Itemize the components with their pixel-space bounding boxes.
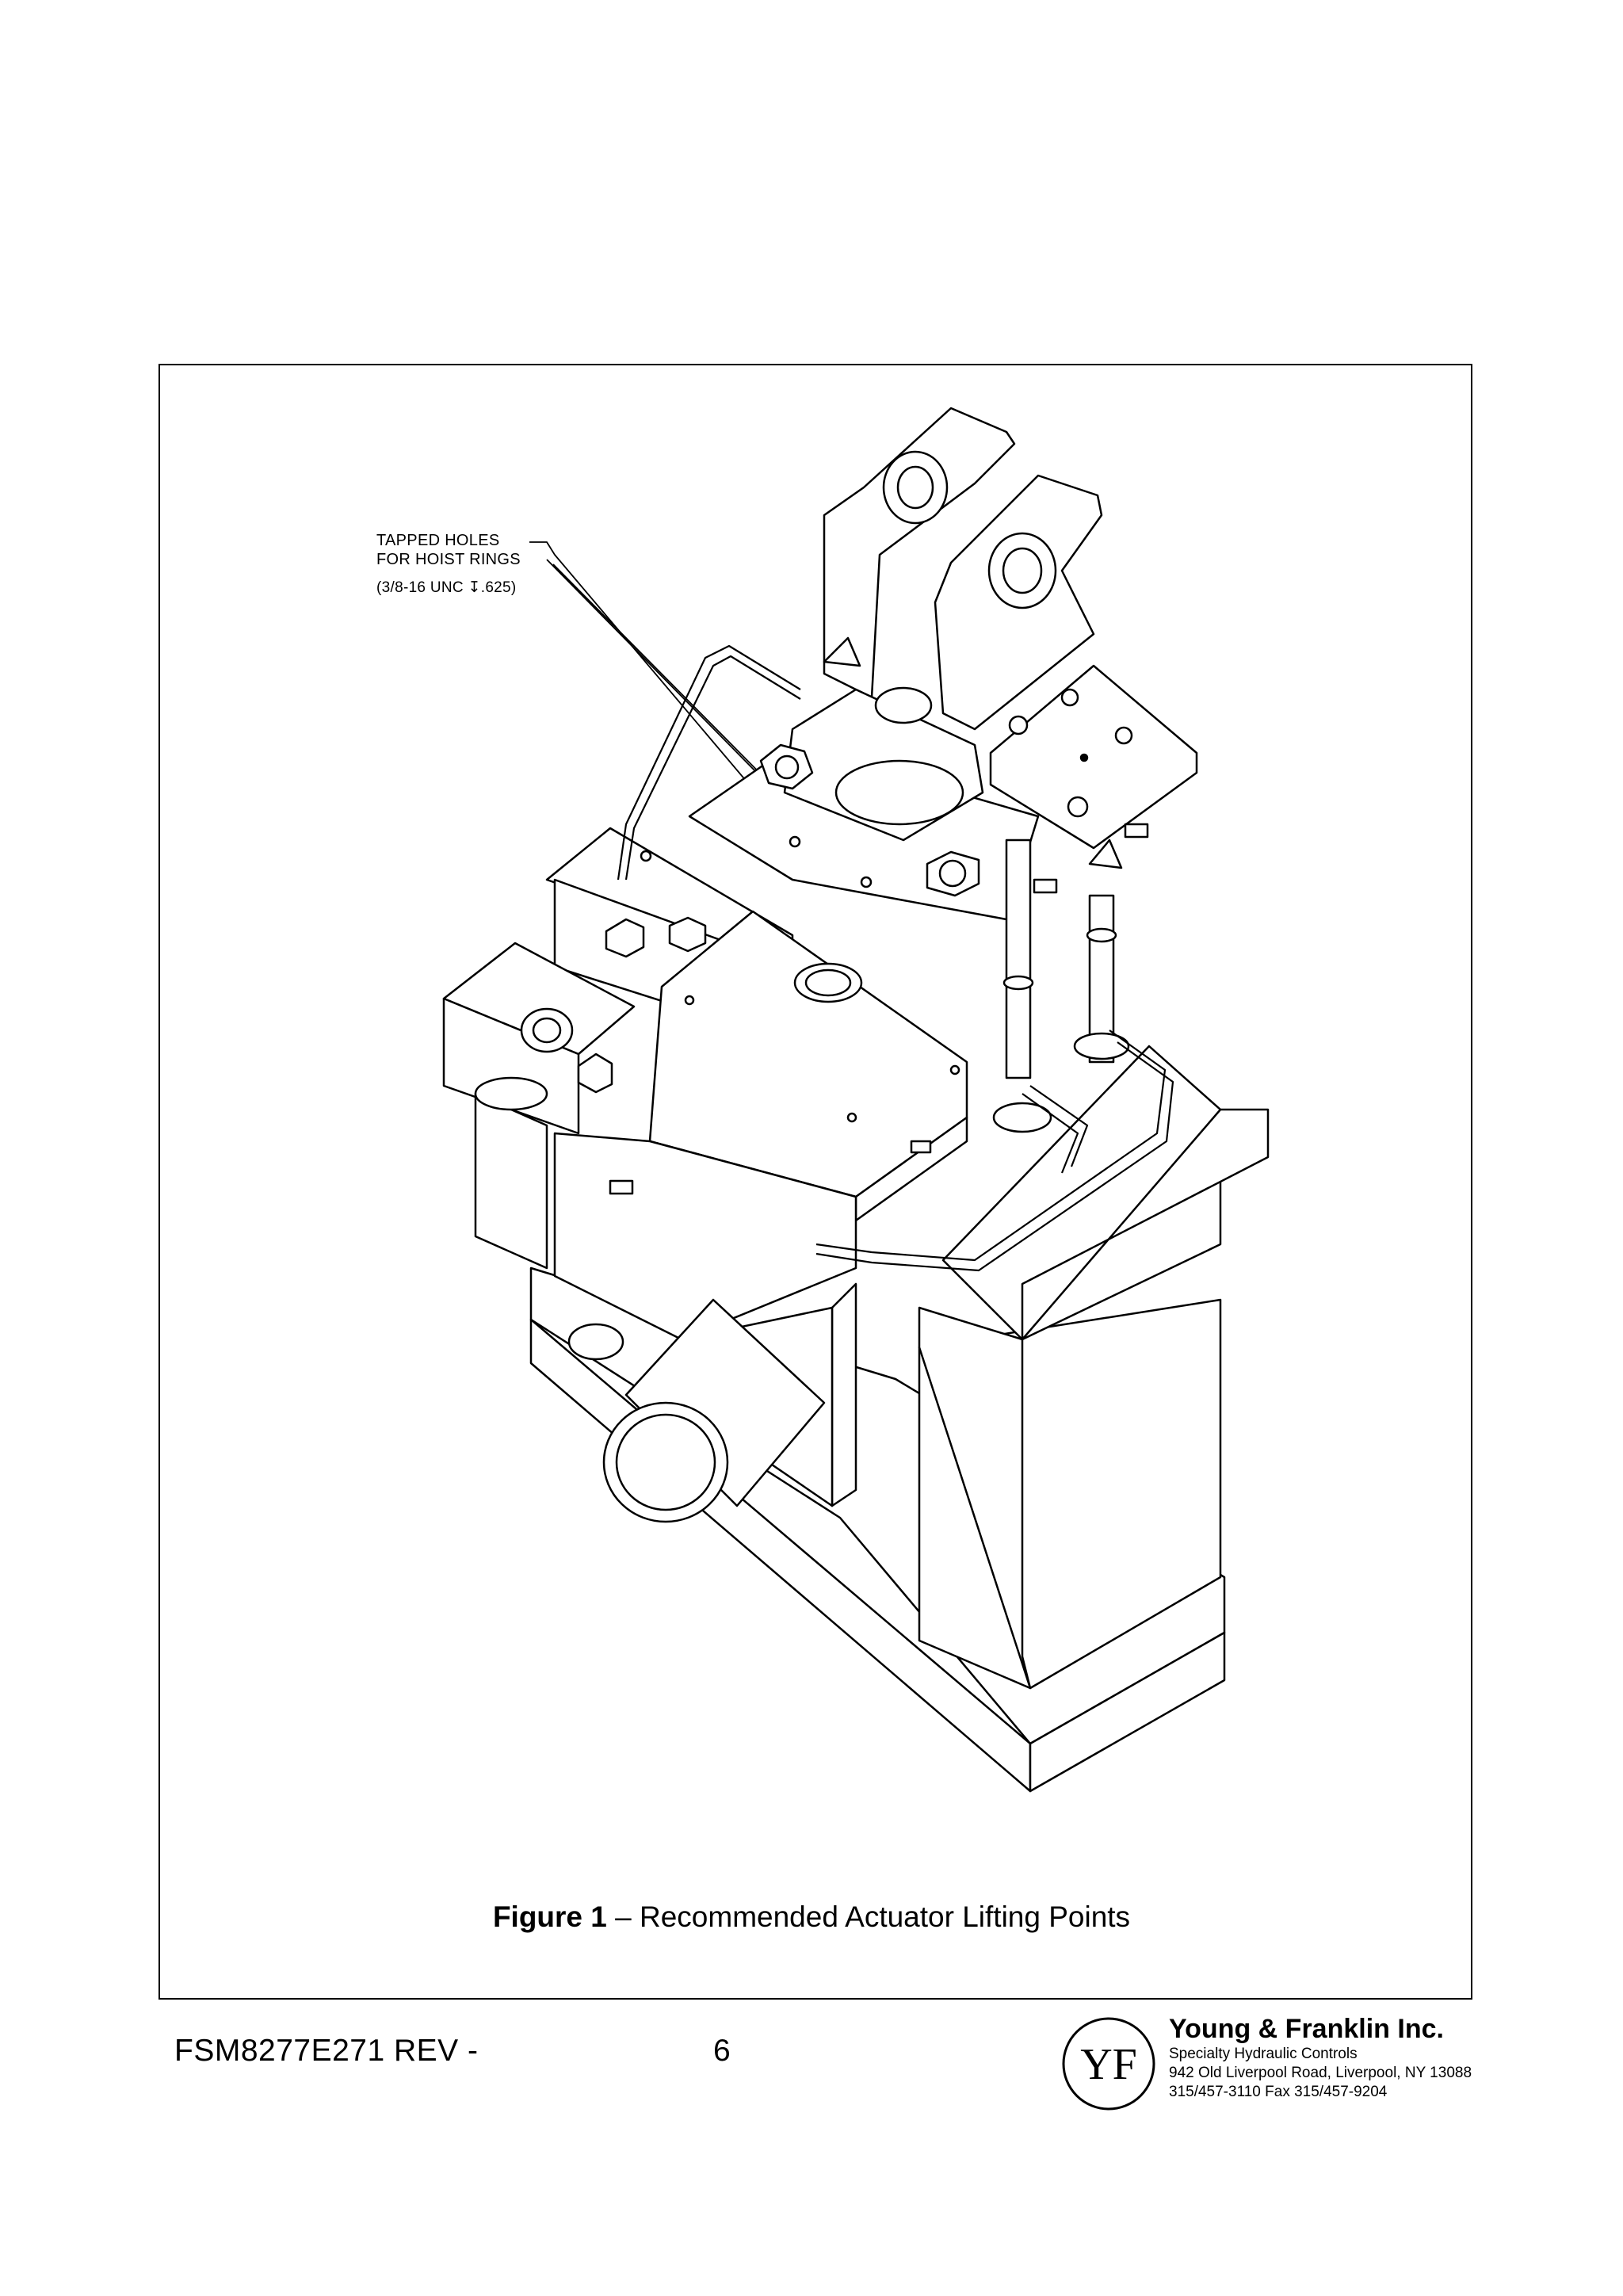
callout-line-1: TAPPED HOLES [376,532,500,549]
company-logo: YF [1062,2017,1155,2111]
figure-frame [158,364,1472,2000]
figure-number: Figure 1 [492,1901,607,1933]
callout-line-2: FOR HOIST RINGS [376,551,521,568]
company-block: Young & Franklin Inc. Specialty Hydrauli… [1169,2013,1472,2102]
company-tagline: Specialty Hydraulic Controls [1169,2046,1358,2062]
document-number: FSM8277E271 REV - [174,2034,479,2068]
company-phone: 315/457-3110 Fax 315/457-9204 [1169,2084,1388,2100]
hoist-ring-callout: TAPPED HOLES FOR HOIST RINGS (3/8-16 UNC… [376,531,521,598]
hex-nuts [577,743,980,1094]
guide-rods [992,839,1130,1133]
warning-labels [609,636,1149,1195]
bracket-plate [989,664,1198,850]
tapped-holes [640,835,873,888]
figure-caption: Figure 1 – Recommended Actuator Lifting … [0,1901,1623,1934]
company-name: Young & Franklin Inc. [1169,2014,1444,2044]
main-body-block [918,1045,1270,1690]
hydraulic-tubing [617,644,1174,1272]
clevis-lugs [783,407,1103,842]
logo-text: YF [1080,2040,1137,2089]
company-address: 942 Old Liverpool Road, Liverpool, NY 13… [1169,2065,1472,2081]
callout-thread-spec: (3/8-16 UNC ↧.625) [376,579,517,596]
motor-cylinder [602,1298,826,1523]
page-number: 6 [713,2034,731,2068]
figure-title: – Recommended Actuator Lifting Points [606,1901,1131,1933]
